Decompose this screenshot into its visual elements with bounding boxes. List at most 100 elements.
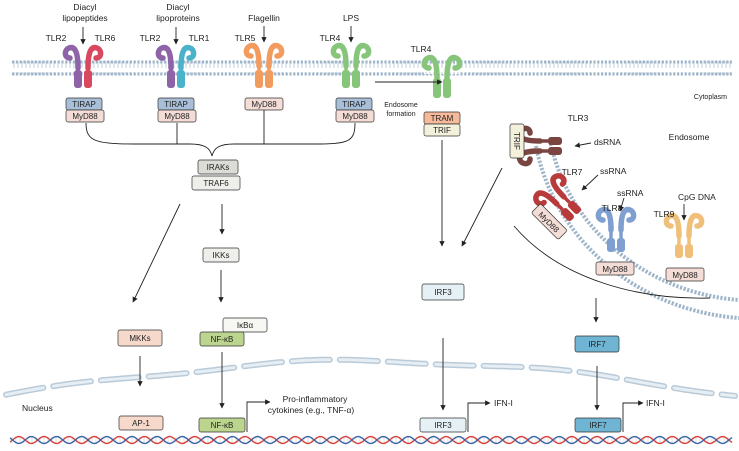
tlr7-receptor-right (550, 173, 582, 214)
plasma-membrane (12, 60, 732, 76)
label-endosome: Endosome (669, 132, 710, 142)
label-ifn-1: IFN-I (494, 398, 513, 408)
tirap-box-3: TIRAP (335, 97, 373, 111)
tlr5-receptor-left (243, 42, 263, 88)
iraks-box: IRAKs (197, 159, 239, 175)
myd88-box-2: MyD88 (157, 109, 197, 123)
svg-text:IRF3: IRF3 (434, 288, 452, 297)
arrow-dsrna-tlr3 (574, 142, 592, 148)
ikba-box: IκBα (222, 317, 268, 333)
myd88-box-tlr9: MyD88 (665, 267, 705, 282)
transcription-arrow-irf3 (467, 400, 491, 432)
svg-text:TIRAP: TIRAP (164, 100, 188, 109)
label-ifn-2: IFN-I (646, 398, 665, 408)
svg-text:TIRAP: TIRAP (72, 100, 96, 109)
tlr4-surface-receptor (330, 42, 372, 88)
tirap-box-2: TIRAP (157, 97, 195, 111)
tlr2-tlr1-receptor-right (177, 44, 197, 88)
svg-text:AP-1: AP-1 (132, 419, 150, 428)
nfkb-box-cytoplasm: NF-κB (199, 331, 245, 347)
svg-text:IRF3: IRF3 (434, 421, 452, 430)
receptors (62, 42, 705, 258)
dna-strand-red (9, 435, 733, 445)
label-tlr2-b: TLR2 (140, 33, 161, 43)
arrow-ssrna-tlr7 (581, 174, 599, 191)
label-tlr4-endo: TLR4 (411, 44, 432, 54)
tlr9-receptor-right (685, 212, 705, 258)
mkks-box: MKKs (117, 329, 163, 347)
irf7-box-cytoplasm: IRF7 (574, 335, 620, 353)
transcription-arrow-irf7 (622, 400, 644, 432)
arrow-endosome-trif-irf3 (461, 167, 503, 247)
svg-text:TRIF: TRIF (433, 126, 451, 135)
svg-text:IRAKs: IRAKs (207, 163, 230, 172)
label-tlr6: TLR6 (95, 33, 116, 43)
tlr3-receptor-left (516, 147, 562, 167)
irf3-box-cytoplasm: IRF3 (421, 283, 465, 301)
traf6-box: TRAF6 (191, 175, 241, 191)
label-tlr3: TLR3 (568, 113, 589, 123)
svg-text:MyD88: MyD88 (72, 112, 98, 121)
svg-text:TRAF6: TRAF6 (203, 179, 229, 188)
tlr4-endo-right (443, 54, 463, 98)
label-cytokines: cytokines (e.g., TNF-α) (268, 405, 355, 415)
tlr2-tlr1-receptor (155, 44, 197, 88)
svg-text:IRF7: IRF7 (589, 421, 607, 430)
nuclear-envelope (3, 356, 738, 399)
irf3-box-nucleus: IRF3 (419, 417, 467, 433)
label-tlr9: TLR9 (654, 209, 675, 219)
nfkb-box-nucleus: NF-κB (198, 417, 246, 433)
tram-box: TRAM (423, 111, 461, 125)
myd88-box-4: MyD88 (335, 109, 375, 123)
ikks-box: IKKs (202, 247, 240, 263)
transcription-arrow-nfkb (246, 399, 271, 432)
label-tlr1: TLR1 (189, 33, 210, 43)
tlr2-tlr6-receptor-right (84, 44, 104, 88)
label-endosome-formation: Endosome (384, 102, 418, 109)
label-cytoplasm: Cytoplasm (694, 94, 727, 101)
tlr5-receptor-right (265, 42, 285, 88)
label-lps: LPS (343, 13, 359, 23)
tlr9-receptor (663, 212, 705, 258)
svg-text:IκBα: IκBα (237, 321, 254, 330)
label-diacyl-lipopeptides-2: lipopeptides (62, 13, 107, 23)
svg-text:IKKs: IKKs (213, 251, 230, 260)
myd88-convergence-bracket (85, 122, 356, 157)
tlr4-surface-receptor-left (330, 42, 350, 88)
svg-text:TRAM: TRAM (431, 114, 454, 123)
tlr8-receptor (595, 206, 637, 252)
svg-text:MyD88: MyD88 (672, 271, 698, 280)
nuclear-envelope-inner (4, 358, 737, 398)
dna-strand-blue (9, 435, 733, 445)
trif-box-endosome: TRIF (509, 123, 525, 159)
tlr8-receptor-right (617, 206, 637, 252)
endosome-tlr4-patch (424, 64, 460, 74)
svg-text:MyD88: MyD88 (342, 112, 368, 121)
arrow-ssrna-tlr8 (618, 197, 625, 212)
label-diacyl-lipoproteins: Diacyl (166, 2, 189, 12)
tlr8-receptor-left (595, 206, 615, 252)
dna-helix (9, 435, 733, 445)
svg-text:TIRAP: TIRAP (342, 100, 366, 109)
label-tlr7: TLR7 (562, 167, 583, 177)
svg-text:NF-κB: NF-κB (211, 421, 234, 430)
myd88-box-tlr8: MyD88 (595, 261, 635, 276)
label-endosome-formation-2: formation (386, 111, 415, 118)
tlr2-tlr6-receptor (62, 44, 104, 88)
tlr5-receptor (243, 42, 285, 88)
svg-text:MKKs: MKKs (129, 334, 150, 343)
myd88-box-3: MyD88 (244, 97, 284, 111)
ap1-box: AP-1 (118, 415, 164, 431)
label-diacyl-lipopeptides: Diacyl (73, 2, 96, 12)
label-tlr2-a: TLR2 (46, 33, 67, 43)
svg-text:MyD88: MyD88 (251, 100, 277, 109)
tlr9-receptor-left (663, 212, 683, 258)
irf7-box-nucleus: IRF7 (574, 417, 622, 433)
label-flagellin: Flagellin (248, 13, 280, 23)
trif-box-1: TRIF (423, 123, 461, 137)
label-tlr8: TLR8 (602, 203, 623, 213)
label-pro-inflammatory: Pro-inflammatory (283, 394, 348, 404)
arrow-traf6-mkks (132, 203, 181, 303)
